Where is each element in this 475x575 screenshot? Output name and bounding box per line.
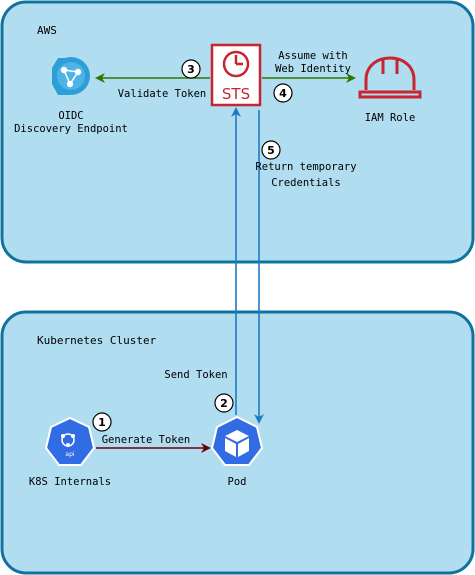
k8s-api-icon-text: api xyxy=(65,451,74,458)
pod-label: Pod xyxy=(228,476,247,488)
step-3-label: Validate Token xyxy=(118,88,207,100)
step-4-label-line2: Web Identity xyxy=(275,63,351,75)
step-4: 4 Assume with Web Identity xyxy=(273,50,351,103)
oidc-network-icon xyxy=(52,57,90,95)
k8s-region-title: Kubernetes Cluster xyxy=(37,334,157,347)
step-1: 1 Generate Token xyxy=(92,412,191,446)
k8s-internals-node: api K8S Internals xyxy=(29,416,111,488)
step-1-number: 1 xyxy=(98,416,106,429)
step-3: 3 Validate Token xyxy=(118,59,207,100)
kubernetes-api-icon: api xyxy=(44,416,96,466)
iam-role-node: IAM Role xyxy=(358,56,422,124)
step-4-number: 4 xyxy=(279,87,287,100)
step-5-number: 5 xyxy=(267,144,275,157)
step-2-label: Send Token xyxy=(164,369,227,381)
oidc-label-line1: OIDC xyxy=(58,110,83,122)
step-2: 2 Send Token xyxy=(164,369,234,413)
step-1-badge xyxy=(92,412,112,432)
sts-node: STS xyxy=(210,43,262,107)
pod-cube-icon xyxy=(210,415,264,466)
step-5: 5 Return temporary Credentials xyxy=(255,140,357,189)
iam-role-label: IAM Role xyxy=(365,112,416,124)
aws-region-title: AWS xyxy=(37,24,57,37)
step-4-badge xyxy=(273,83,293,103)
step-5-badge xyxy=(261,140,281,160)
k8s-internals-label: K8S Internals xyxy=(29,476,111,488)
step-5-label-line2: Credentials xyxy=(271,177,341,189)
aws-region: AWS xyxy=(0,0,475,264)
oidc-label-line2: Discovery Endpoint xyxy=(14,123,128,135)
pod-node: Pod xyxy=(210,415,264,488)
step-3-badge xyxy=(181,59,201,79)
step-2-badge xyxy=(214,393,234,413)
step-5-label-line1: Return temporary xyxy=(255,161,356,173)
sts-label: STS xyxy=(222,85,250,103)
step-2-number: 2 xyxy=(220,397,228,410)
step-3-number: 3 xyxy=(187,63,195,76)
step-1-label: Generate Token xyxy=(102,434,191,446)
oidc-endpoint-node: OIDC Discovery Endpoint xyxy=(14,57,128,135)
hard-hat-icon xyxy=(358,56,422,99)
step-4-label-line1: Assume with xyxy=(278,50,348,62)
clock-icon xyxy=(222,50,250,78)
